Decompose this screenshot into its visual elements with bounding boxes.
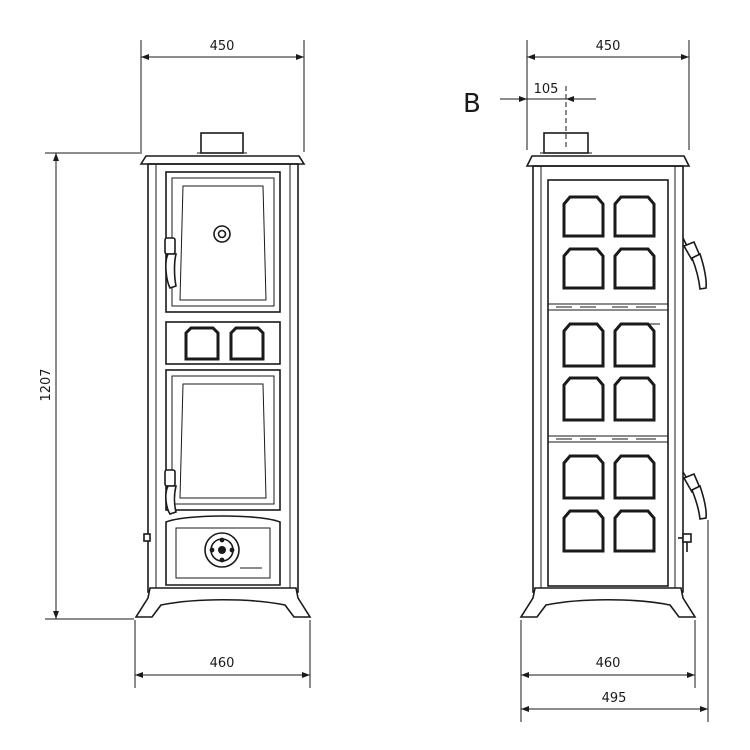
front-flue-outlet [200,132,244,154]
front-view [134,132,312,618]
front-top-plate [139,155,306,165]
side-width-base-label: 460 [596,656,621,671]
front-air-regulator-icon [204,532,240,568]
front-ash-drawer [165,515,281,586]
front-dimension-base: 460 [134,620,311,688]
side-dimension-base: 460 495 [520,520,709,722]
front-vent-left [184,326,220,361]
side-base-legs [519,587,697,618]
front-lower-door [165,369,281,511]
front-vent-right [229,326,265,361]
side-dimension-top: 450 [526,39,690,150]
side-width-overall-label: 495 [602,691,627,706]
flue-offset-label: 105 [534,82,559,97]
side-tiles-upper [562,195,656,290]
side-width-top-label: 450 [596,39,621,54]
front-dimension-height: 1207 [39,152,142,620]
side-tile-panel [547,179,669,587]
side-tiles-middle [562,322,656,422]
side-top-plate [525,155,691,167]
front-lower-handle-icon [164,469,178,515]
side-view [519,86,707,618]
side-upper-handle-icon [682,237,707,290]
front-width-base-label: 460 [210,656,235,671]
section-b-label: B [463,89,481,119]
side-air-knob-icon [678,533,692,552]
front-width-top-label: 450 [210,39,235,54]
side-dimension-flue-offset: 105 B [463,82,596,119]
front-height-label: 1207 [39,368,54,401]
front-dimension-top: 450 [140,39,305,152]
front-middle-panel [165,321,281,365]
side-tiles-lower [562,454,656,553]
front-base-legs [134,587,312,618]
front-upper-door-knob [213,225,231,243]
side-lower-handle-icon [682,471,707,520]
side-body [532,165,684,593]
front-upper-handle-icon [164,237,178,289]
